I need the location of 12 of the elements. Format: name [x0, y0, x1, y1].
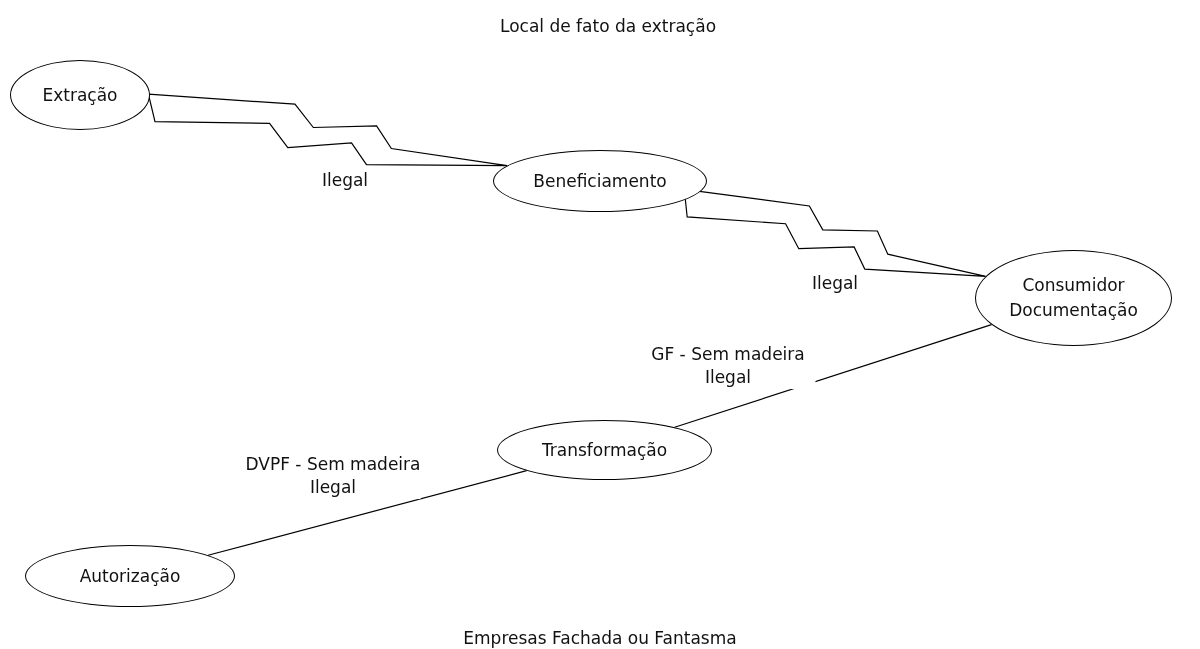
- node-label: Consumidor Documentação: [1008, 274, 1139, 322]
- edge-label: DVPF - Sem madeira Ilegal: [245, 453, 421, 499]
- node-label: Autorização: [79, 564, 181, 588]
- text-label: Local de fato da extração: [499, 16, 717, 36]
- node-label: Beneficiamento: [533, 169, 667, 193]
- node-label: Extração: [42, 83, 118, 107]
- connector-line: [674, 323, 993, 428]
- lightning-arrow: [147, 93, 508, 167]
- lightning-arrow: [683, 188, 987, 277]
- text-label: Empresas Fachada ou Fantasma: [463, 628, 737, 648]
- connector-line: [207, 470, 528, 556]
- node-label: Transformação: [541, 438, 668, 462]
